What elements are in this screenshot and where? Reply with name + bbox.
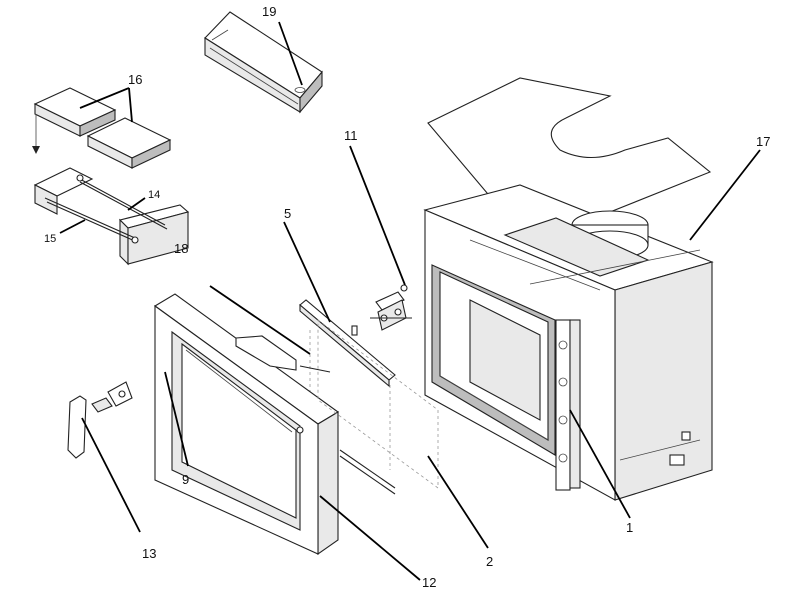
callout-labels: 19 16 11 17 14 5 15 18 9 1 13 2 12 [44, 4, 770, 590]
callout-1: 1 [626, 520, 633, 535]
part-2-glass [317, 319, 439, 495]
callout-17: 17 [756, 134, 770, 149]
callout-12: 12 [422, 575, 436, 590]
part-11-hinge [351, 284, 412, 336]
part-18-holder [33, 167, 190, 266]
callout-5: 5 [284, 206, 291, 221]
callout-9: 9 [182, 472, 189, 487]
part-13-handle [67, 381, 133, 459]
callout-18: 18 [174, 241, 188, 256]
callout-19: 19 [262, 4, 276, 19]
callout-15: 15 [44, 233, 56, 245]
part-12-door [154, 293, 339, 556]
callout-2: 2 [486, 554, 493, 569]
insert-body [423, 184, 714, 501]
callout-13: 13 [142, 546, 156, 561]
callout-16: 16 [128, 72, 142, 87]
callout-11: 11 [344, 128, 358, 143]
leader-lines [59, 21, 761, 581]
part-16-bricks [32, 87, 172, 169]
callout-14: 14 [148, 189, 160, 201]
part-19-cap [204, 11, 323, 114]
